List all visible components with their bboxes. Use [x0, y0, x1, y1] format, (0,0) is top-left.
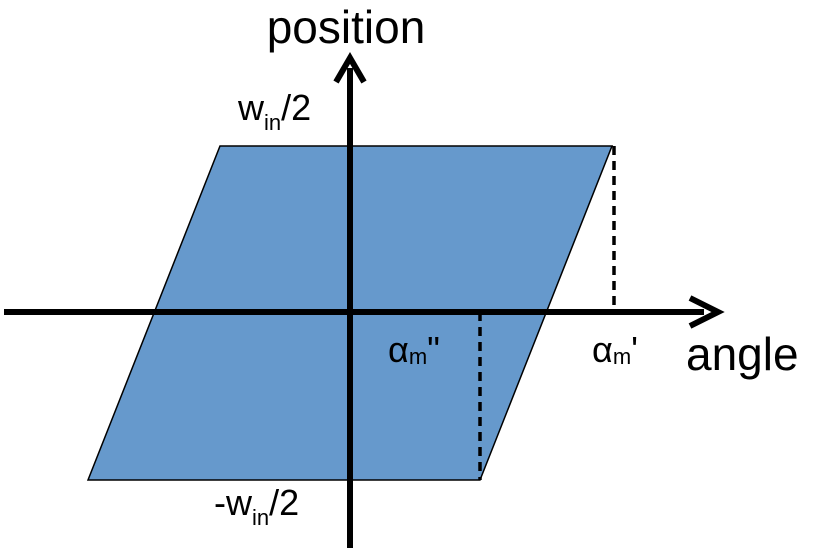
alpha-m-prime-label: αm': [592, 329, 638, 370]
alpha-m-double-prime-label: αm": [388, 329, 440, 370]
angle-axis-arrowhead: [688, 295, 725, 329]
top-bound-label: win/2: [237, 87, 311, 135]
position-axis-arrowhead: [333, 52, 367, 84]
bottom-bound-label: -win/2: [214, 482, 299, 530]
position-axis-title: position: [267, 1, 426, 53]
angle-axis-title: angle: [686, 328, 799, 380]
